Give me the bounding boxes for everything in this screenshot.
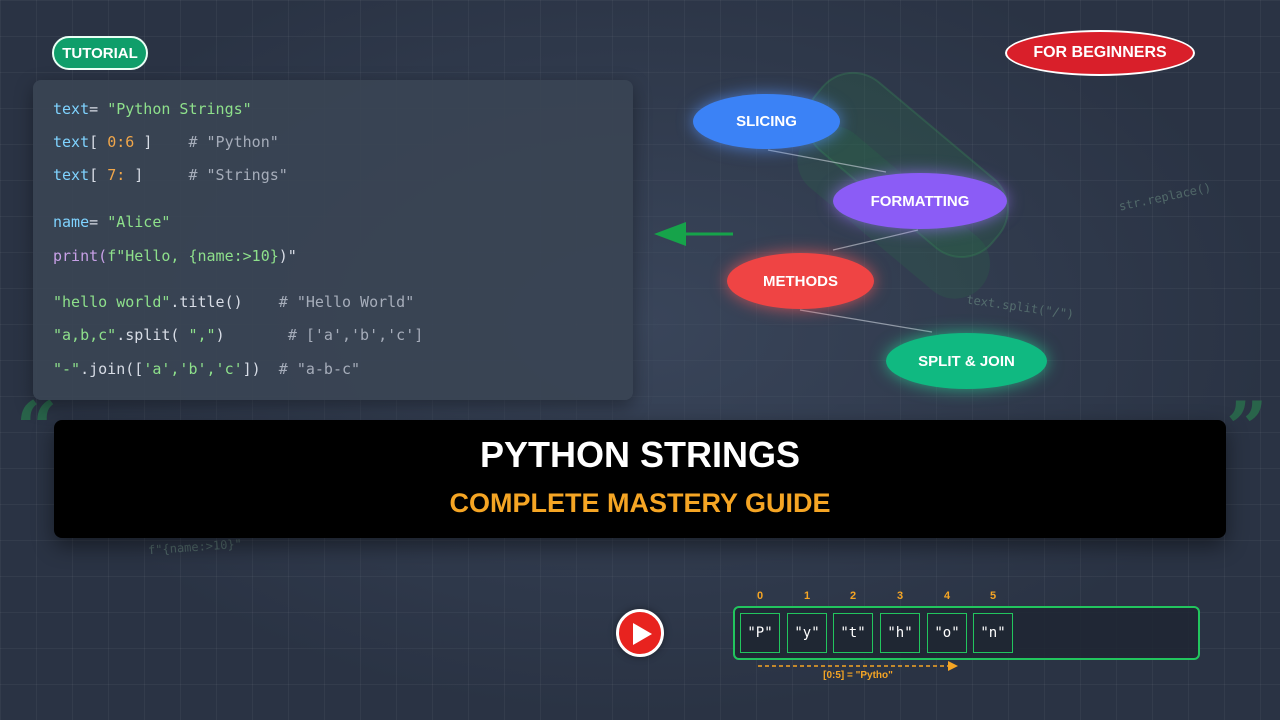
char-cell: "P" [740, 613, 780, 653]
index-number: 0 [756, 590, 764, 602]
char-cell: "o" [927, 613, 967, 653]
connector-methods-split [799, 309, 933, 333]
code-line-7: "a,b,c".split( ",") # ['a','b','c'] [53, 326, 424, 344]
slice-range-arrow [758, 661, 958, 671]
code-panel: text= "Python Strings" text[ 0:6 ] # "Py… [33, 80, 633, 400]
char-cell: "y" [787, 613, 827, 653]
bg-snippet-fstring: f"{name:>10}" [147, 536, 243, 558]
code-line-8: "-".join(['a','b','c']) # "a-b-c" [53, 360, 361, 378]
node-formatting: FORMATTING [833, 173, 1007, 229]
node-methods: METHODS [727, 253, 874, 309]
play-icon [633, 623, 652, 645]
for-beginners-badge: FOR BEGINNERS [1005, 30, 1195, 76]
connector-slicing-formatting [767, 149, 887, 173]
right-quote-mark: ” [1226, 385, 1268, 470]
node-split-join: SPLIT & JOIN [886, 333, 1047, 389]
banner-subtitle: COMPLETE MASTERY GUIDE [449, 488, 831, 518]
connector-formatting-methods [832, 229, 919, 251]
index-number: 1 [803, 590, 811, 602]
code-line-2: text[ 0:6 ] # "Python" [53, 133, 279, 151]
code-line-1: text= "Python Strings" [53, 100, 252, 118]
left-quote-mark: “ [16, 385, 58, 470]
index-number: 2 [849, 590, 857, 602]
play-button[interactable] [616, 609, 664, 657]
code-line-4: name= "Alice" [53, 213, 171, 231]
code-line-5: print(f"Hello, {name:>10})" [53, 247, 297, 265]
title-banner: PYTHON STRINGS COMPLETE MASTERY GUIDE [54, 420, 1226, 538]
index-number: 4 [943, 590, 951, 602]
node-slicing: SLICING [693, 94, 840, 149]
tutorial-badge: TUTORIAL [52, 36, 148, 70]
arrow-left-icon [654, 222, 733, 246]
slice-label: [0:5] = "Pytho" [823, 670, 893, 681]
char-cell: "t" [833, 613, 873, 653]
char-cell: "h" [880, 613, 920, 653]
index-number: 3 [896, 590, 904, 602]
code-line-3: text[ 7: ] # "Strings" [53, 166, 288, 184]
bg-snippet-replace: str.replace() [1117, 180, 1213, 214]
code-line-6: "hello world".title() # "Hello World" [53, 293, 415, 311]
banner-title: PYTHON STRINGS [479, 434, 801, 475]
index-number: 5 [989, 590, 997, 602]
char-cell: "n" [973, 613, 1013, 653]
